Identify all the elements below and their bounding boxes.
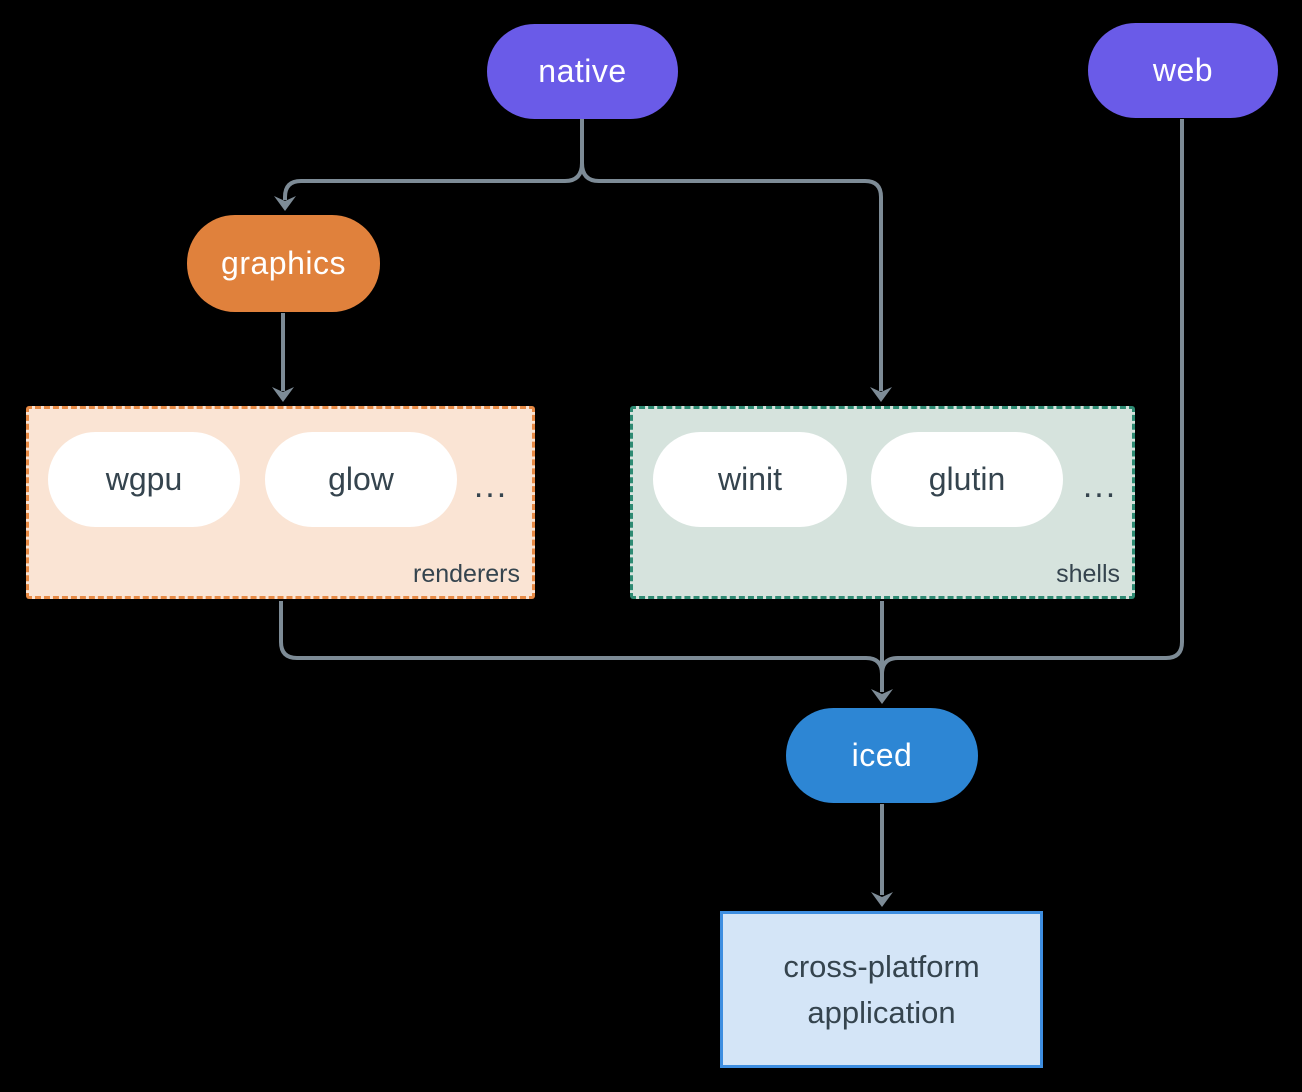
node-iced: iced (786, 708, 978, 803)
connector-native-to-shells (580, 162, 883, 391)
arrowhead-renderers (272, 387, 294, 402)
group-renderers: wgpu glow ... renderers (26, 406, 535, 599)
app-label-line1: cross-platform (783, 948, 980, 984)
node-graphics: graphics (187, 215, 380, 312)
arrowhead-shells (870, 387, 892, 402)
connector-renderers-to-iced (279, 601, 884, 675)
connector-native-to-graphics (283, 162, 584, 200)
node-winit: winit (653, 432, 847, 527)
arrowhead-iced (871, 689, 893, 704)
shells-ellipsis: ... (1082, 467, 1118, 505)
node-cross-platform-application: cross-platform application (720, 911, 1043, 1068)
app-label-line2: application (807, 994, 956, 1030)
node-wgpu: wgpu (48, 432, 240, 527)
group-shells-label: shells (1056, 560, 1120, 588)
group-renderers-label: renderers (413, 560, 520, 588)
node-glutin: glutin (871, 432, 1063, 527)
renderers-ellipsis: ... (473, 467, 509, 505)
arrowhead-app (871, 892, 893, 907)
group-shells: winit glutin ... shells (630, 406, 1135, 599)
node-web: web (1088, 23, 1278, 118)
node-native: native (487, 24, 678, 119)
arrowhead-graphics (274, 196, 296, 211)
node-glow: glow (265, 432, 457, 527)
